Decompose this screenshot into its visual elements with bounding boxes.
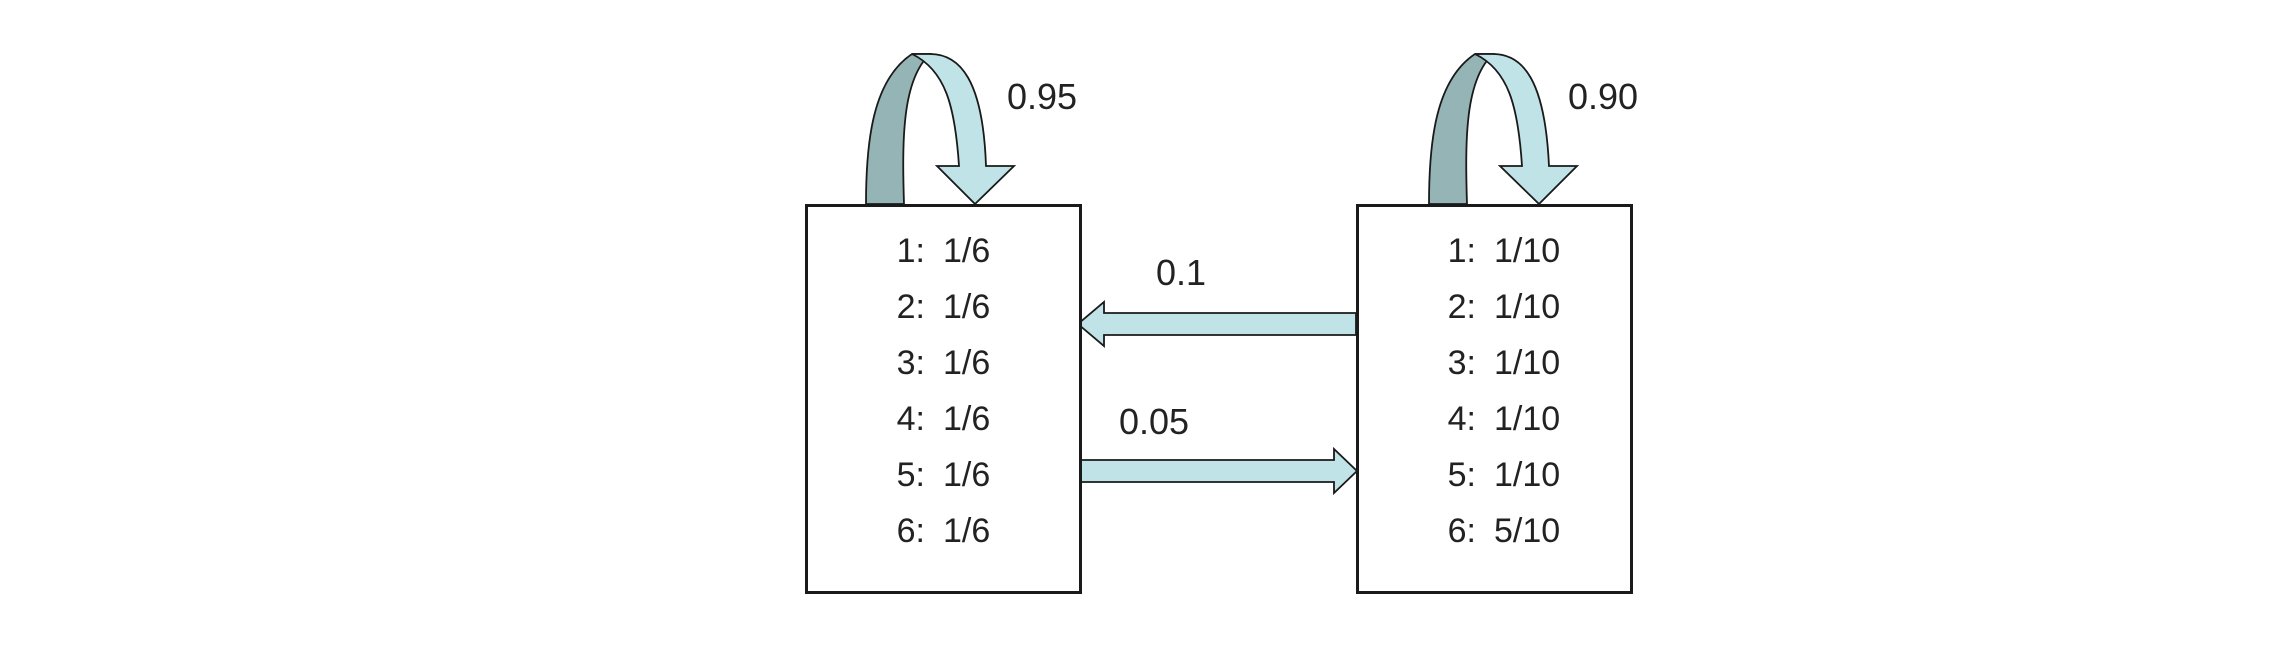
emission-row: 4: 1/10 [1359, 391, 1630, 447]
self-transition-label-right: 0.90 [1568, 76, 1639, 117]
face-label: 3: [896, 344, 925, 382]
emission-row: 6: 1/6 [808, 503, 1079, 559]
probability-value: 5/10 [1494, 512, 1561, 550]
emission-row: 2: 1/10 [1359, 279, 1630, 335]
self-transition-label-left: 0.95 [1007, 76, 1078, 117]
emission-row: 4: 1/6 [808, 391, 1079, 447]
face-label: 1: [896, 232, 925, 270]
probability-value: 1/6 [943, 512, 991, 550]
transition-arrow-right-to-left [1076, 300, 1357, 348]
face-label: 2: [896, 288, 925, 326]
probability-value: 1/10 [1494, 344, 1561, 382]
state-box-fair: 1: 1/6 2: 1/6 3: 1/6 4: 1/6 5: 1/6 6: 1/6 [805, 204, 1082, 594]
emission-list: 1: 1/6 2: 1/6 3: 1/6 4: 1/6 5: 1/6 6: 1/6 [808, 223, 1079, 559]
probability-value: 1/6 [943, 288, 991, 326]
emission-row: 5: 1/10 [1359, 447, 1630, 503]
emission-list: 1: 1/10 2: 1/10 3: 1/10 4: 1/10 5: 1/10 6: 5/1… [1359, 223, 1630, 559]
emission-row: 3: 1/6 [808, 335, 1079, 391]
face-label: 1: [1447, 232, 1476, 270]
probability-value: 1/10 [1494, 232, 1561, 270]
probability-value: 1/6 [943, 344, 991, 382]
transition-label-left-to-right: 0.05 [1119, 401, 1190, 442]
probability-value: 1/6 [943, 456, 991, 494]
probability-value: 1/10 [1494, 288, 1561, 326]
emission-row: 2: 1/6 [808, 279, 1079, 335]
face-label: 5: [1447, 456, 1476, 494]
self-loop-arrow-right [1428, 53, 1580, 206]
probability-value: 1/6 [943, 400, 991, 438]
face-label: 6: [1447, 512, 1476, 550]
emission-row: 1: 1/10 [1359, 223, 1630, 279]
face-label: 5: [896, 456, 925, 494]
face-label: 4: [896, 400, 925, 438]
probability-value: 1/10 [1494, 456, 1561, 494]
state-box-loaded: 1: 1/10 2: 1/10 3: 1/10 4: 1/10 5: 1/10 6: 5/1… [1356, 204, 1633, 594]
transition-label-right-to-left: 0.1 [1156, 252, 1207, 293]
emission-row: 5: 1/6 [808, 447, 1079, 503]
probability-value: 1/6 [943, 232, 991, 270]
emission-row: 6: 5/10 [1359, 503, 1630, 559]
face-label: 3: [1447, 344, 1476, 382]
face-label: 4: [1447, 400, 1476, 438]
face-label: 2: [1447, 288, 1476, 326]
self-loop-arrow-left [865, 53, 1017, 206]
face-label: 6: [896, 512, 925, 550]
emission-row: 3: 1/10 [1359, 335, 1630, 391]
emission-row: 1: 1/6 [808, 223, 1079, 279]
probability-value: 1/10 [1494, 400, 1561, 438]
transition-arrow-left-to-right [1079, 446, 1359, 496]
